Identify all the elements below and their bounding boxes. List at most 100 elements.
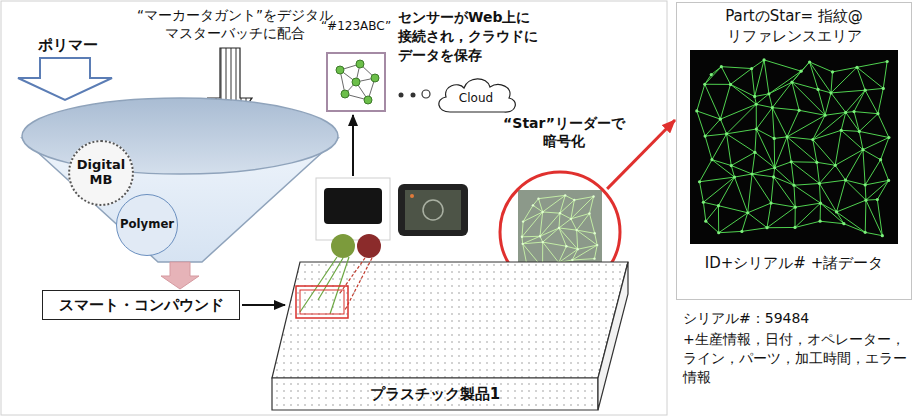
- mesh-dot: [717, 204, 720, 207]
- mesh-dot: [753, 95, 756, 98]
- mesh-line: [700, 160, 712, 182]
- mesh-line: [769, 82, 792, 94]
- mesh-line: [719, 213, 748, 233]
- mesh-dot: [798, 109, 801, 112]
- tablet-screen: [405, 190, 461, 230]
- mesh-line: [859, 131, 863, 149]
- mesh-dot: [592, 195, 594, 197]
- mesh-line: [813, 140, 835, 166]
- mesh-line: [755, 129, 756, 152]
- slab-top: [272, 262, 628, 378]
- mesh-line: [865, 88, 883, 90]
- mesh-line: [720, 84, 730, 119]
- mesh-line: [878, 114, 889, 138]
- mesh-line: [721, 67, 730, 85]
- mesh-line: [731, 166, 752, 174]
- mesh-dot: [886, 60, 889, 63]
- mesh-line: [577, 230, 598, 245]
- mesh-line: [772, 82, 792, 107]
- mesh-line: [795, 203, 821, 227]
- mesh-line: [787, 137, 817, 162]
- product-label: プラスチック製品1: [272, 378, 598, 410]
- mesh-line: [718, 206, 747, 213]
- mesh-line: [841, 130, 863, 149]
- mesh-dot: [864, 231, 867, 234]
- mesh-line: [705, 136, 712, 160]
- mesh-line: [571, 219, 577, 230]
- mesh-dot: [855, 66, 858, 69]
- mesh-line: [791, 161, 817, 162]
- mesh-line: [712, 160, 731, 166]
- mesh-line: [863, 150, 881, 160]
- mesh-line: [543, 212, 560, 213]
- mesh-dot: [532, 204, 534, 206]
- mesh-dot: [541, 211, 543, 213]
- mesh-line: [742, 228, 767, 232]
- node-box: スマート・コンパウンド: [42, 290, 240, 320]
- mesh-line: [565, 195, 574, 200]
- mesh-line: [817, 162, 835, 165]
- mesh-dot: [819, 220, 822, 223]
- mesh-dot: [698, 180, 701, 183]
- mesh-line: [767, 207, 795, 228]
- mesh-line: [727, 134, 755, 152]
- mesh-dot: [876, 112, 879, 115]
- mesh-dot: [876, 198, 879, 201]
- mesh-dot: [720, 65, 723, 68]
- fingerprint-image: [690, 50, 898, 244]
- mesh-dot: [730, 164, 733, 167]
- mesh-dot: [522, 220, 524, 222]
- mesh-dot: [702, 201, 705, 204]
- mesh-dot: [753, 151, 756, 154]
- mesh-dot: [717, 231, 720, 234]
- data-list: +生産情報，日付，オペレーター，ライン，パーツ，加工時間，エラー情報: [683, 330, 909, 387]
- mesh-line: [572, 259, 594, 260]
- mesh-line: [818, 89, 831, 93]
- mesh-line: [703, 202, 705, 221]
- mesh-dot: [570, 218, 572, 220]
- mesh-dot: [710, 73, 713, 76]
- input-label: “マーカータガント”をデジタル マスターバッチに配合: [132, 6, 338, 42]
- mesh-dot: [831, 70, 834, 73]
- mesh-line: [831, 93, 846, 112]
- mesh-dot: [887, 136, 890, 139]
- mesh-line: [727, 129, 757, 134]
- mesh-line: [844, 224, 865, 233]
- mesh-line: [837, 212, 866, 232]
- mesh-dot: [840, 129, 843, 132]
- mesh-line: [720, 119, 726, 134]
- mesh-line: [835, 165, 845, 180]
- mesh-dot: [852, 110, 855, 113]
- mesh-line: [559, 219, 571, 228]
- mesh-dot: [887, 179, 890, 182]
- mesh-line: [881, 160, 889, 181]
- mesh-line: [775, 162, 792, 168]
- mesh-dot: [767, 92, 770, 95]
- mesh-line: [772, 108, 774, 139]
- mesh-line: [774, 138, 775, 167]
- mesh-line: [748, 174, 752, 213]
- mesh-line: [767, 227, 795, 228]
- frame: [1, 1, 667, 415]
- mesh-line: [775, 137, 787, 168]
- note-text: センサーがWeb上に 接続され，クラウドに データを保存: [398, 8, 554, 65]
- mesh-dot: [565, 245, 567, 247]
- mesh-line: [730, 84, 754, 96]
- network-dots: [336, 60, 379, 104]
- mesh-line: [866, 180, 889, 200]
- mesh-dot: [725, 132, 728, 135]
- mesh-line: [841, 112, 846, 130]
- mesh-line: [866, 199, 877, 201]
- mesh-line: [771, 177, 774, 203]
- mesh-line: [706, 221, 719, 233]
- mesh-line: [794, 183, 819, 185]
- mesh-line: [730, 84, 756, 104]
- mesh-line: [819, 180, 845, 183]
- mesh-dot: [593, 232, 595, 234]
- mesh-line: [846, 150, 863, 180]
- mesh-line: [523, 212, 543, 222]
- mesh-line: [734, 174, 752, 177]
- mesh-line: [794, 185, 821, 203]
- mesh-line: [820, 221, 844, 223]
